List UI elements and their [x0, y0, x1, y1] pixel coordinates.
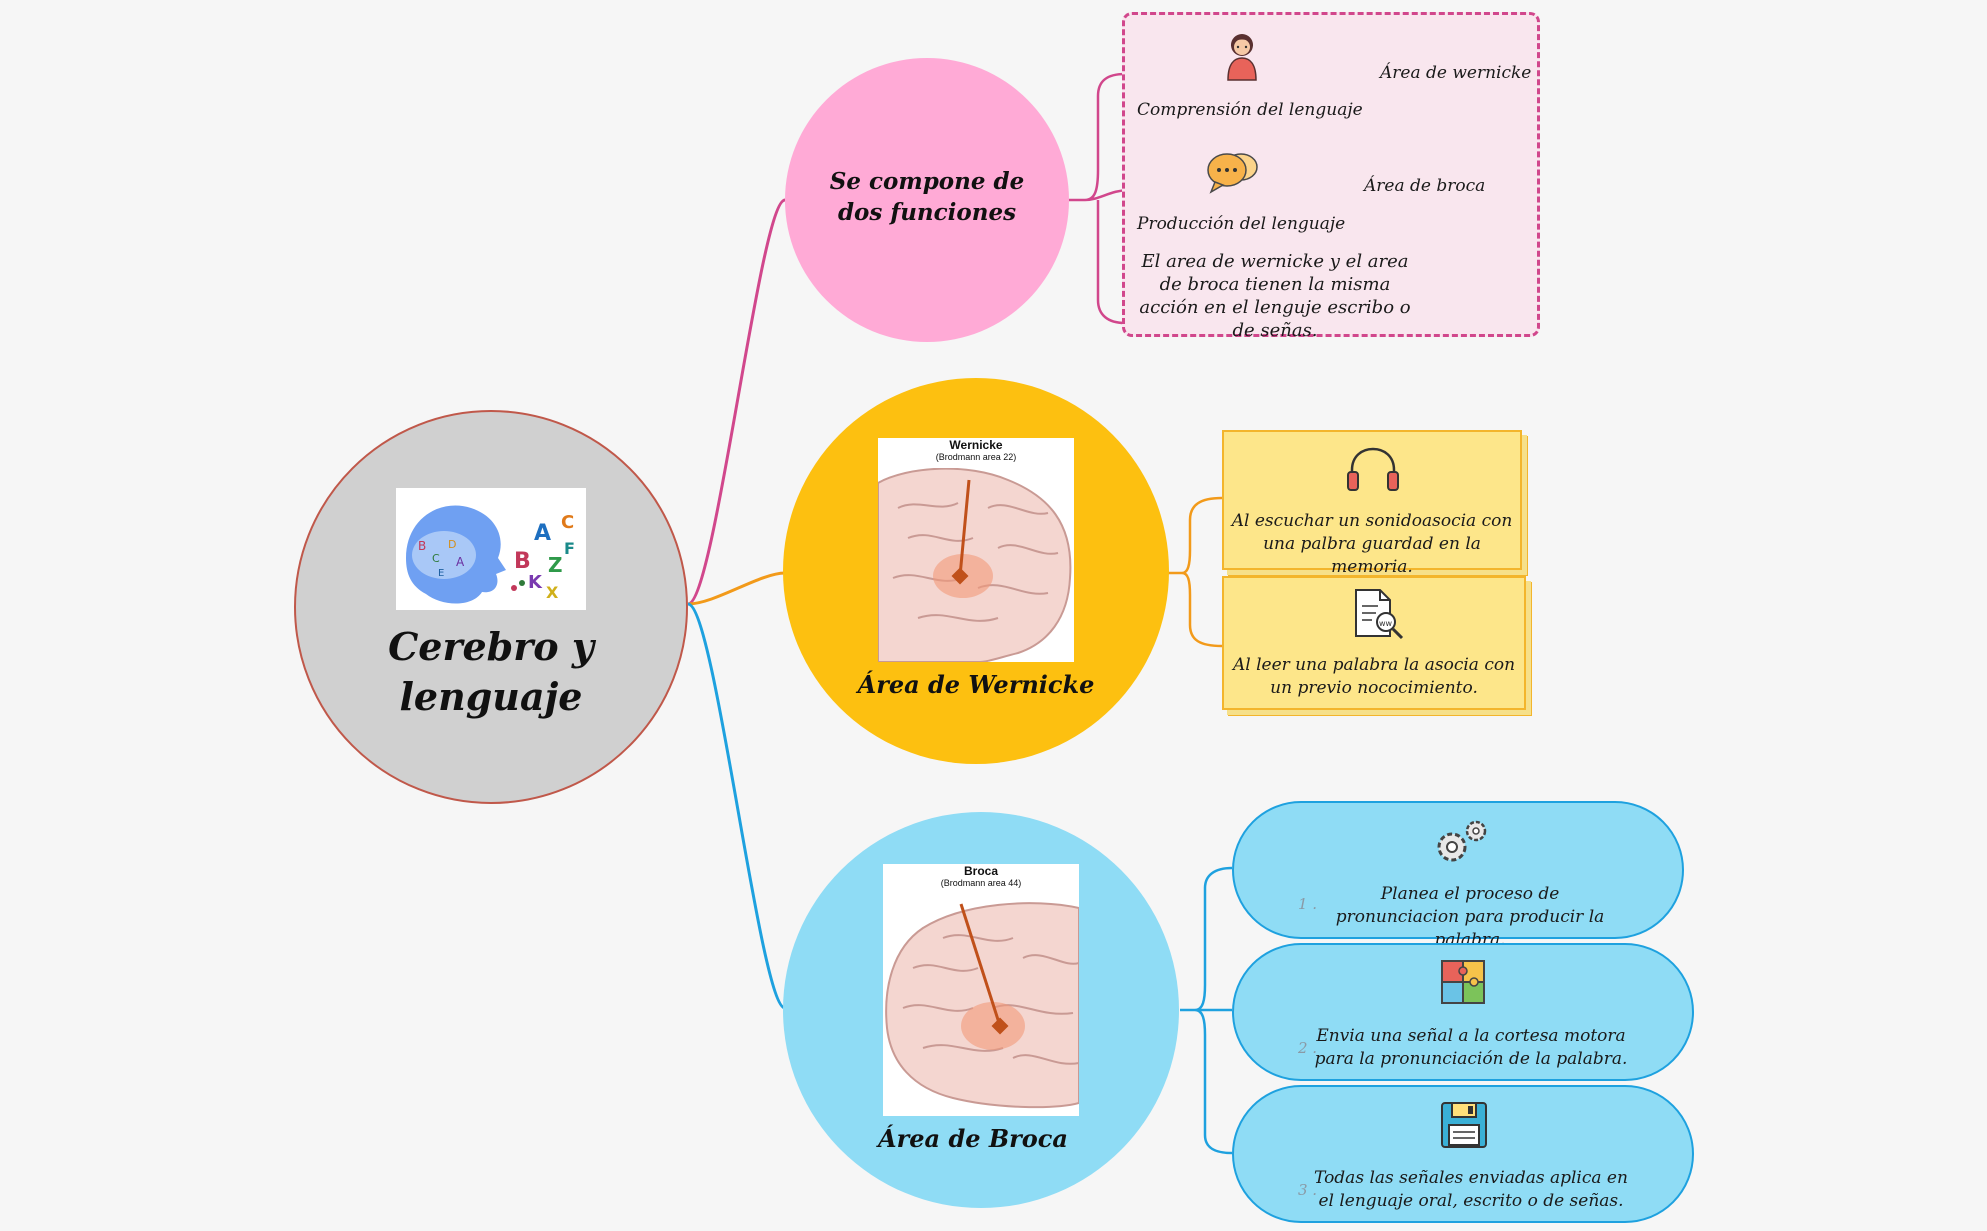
- wernicke-image-subtitle: (Brodmann area 22): [935, 452, 1017, 462]
- svg-text:F: F: [564, 539, 575, 558]
- broca-item-2-text: Envia una señal a la cortesa motora para…: [1314, 1026, 1628, 1069]
- functions-detail-box: [1122, 12, 1540, 337]
- functions-item-1-tag[interactable]: Área de wernicke: [1380, 63, 1532, 83]
- broca-item-3-number: 3 .: [1298, 1181, 1318, 1199]
- svg-text:C: C: [561, 512, 574, 533]
- wernicke-item-2-text: Al leer una palabra la asocia con un pre…: [1232, 655, 1516, 698]
- svg-text:Z: Z: [548, 553, 563, 577]
- svg-text:B: B: [418, 539, 426, 553]
- connector-central-functions: [687, 198, 786, 606]
- gears-icon: [1437, 820, 1487, 862]
- broca-topic-node[interactable]: Broca (Brodmann area 44) Área de Broca: [783, 812, 1179, 1208]
- connector-functions-brace: [1068, 72, 1131, 325]
- wernicke-brain-image: Wernicke (Brodmann area 22): [878, 438, 1074, 662]
- svg-text:B: B: [514, 549, 531, 574]
- svg-text:D: D: [448, 538, 456, 551]
- broca-brain-image: Broca (Brodmann area 44): [883, 864, 1079, 1116]
- broca-topic-title: Área de Broca: [878, 1124, 1068, 1153]
- web-document-icon: ww: [1355, 589, 1404, 640]
- headphones-icon: [1347, 447, 1399, 491]
- brain-illustration: [878, 468, 1072, 662]
- broca-item-3-card[interactable]: 3 . Todas las señales enviadas aplica en…: [1232, 1085, 1694, 1223]
- connector-central-wernicke: [687, 571, 786, 606]
- brain-illustration: [885, 902, 1079, 1109]
- thinking-head-illustration: B C D A E B A Z C K X F: [396, 488, 586, 610]
- wernicke-topic-title: Área de Wernicke: [857, 670, 1095, 699]
- broca-item-2-number: 2 .: [1298, 1039, 1318, 1057]
- svg-text:E: E: [438, 568, 444, 579]
- svg-text:A: A: [534, 521, 551, 546]
- broca-item-1-text: Planea el proceso de pronunciacion para …: [1335, 884, 1605, 950]
- broca-item-3-text: Todas las señales enviadas aplica en el …: [1314, 1168, 1628, 1211]
- puzzle-icon: [1441, 960, 1485, 1004]
- functions-item-1-label: Comprensión del lenguaje: [1137, 100, 1363, 120]
- functions-item-2-label: Producción del lenguaje: [1137, 214, 1346, 234]
- central-topic-title: Cerebro y lenguaje: [388, 624, 594, 719]
- connector-broca-brace: [1180, 866, 1233, 1155]
- functions-topic-title: Se compone de dos funciones: [829, 168, 1025, 226]
- broca-image-subtitle: (Brodmann area 44): [940, 878, 1022, 888]
- svg-text:C: C: [432, 552, 440, 565]
- functions-item-2-tag[interactable]: Área de broca: [1364, 176, 1486, 196]
- wernicke-item-1-card[interactable]: Al escuchar un sonidoasocia con una palb…: [1222, 430, 1522, 577]
- central-topic-node[interactable]: B C D A E B A Z C K X F Cerebro y lengua…: [294, 410, 688, 804]
- wernicke-topic-node[interactable]: Wernicke (Brodmann area 22) Área de Wern…: [783, 378, 1169, 764]
- connector-central-broca: [687, 602, 786, 1010]
- chat-bubbles-icon: [1207, 153, 1258, 194]
- floppy-disk-icon: [1441, 1102, 1487, 1148]
- svg-text:K: K: [528, 572, 543, 593]
- wernicke-image-title: Wernicke: [949, 438, 1003, 452]
- svg-text:ww: ww: [1379, 619, 1393, 628]
- svg-text:X: X: [546, 583, 559, 602]
- wernicke-item-1-text: Al escuchar un sonidoasocia con una palb…: [1231, 511, 1513, 577]
- broca-item-1-number: 1 .: [1298, 895, 1318, 913]
- svg-text:A: A: [456, 555, 465, 569]
- person-headset-icon: [1227, 34, 1257, 81]
- broca-item-1-card[interactable]: 1 . Planea el proceso de pronunciacion p…: [1232, 801, 1684, 950]
- broca-image-title: Broca: [963, 864, 998, 878]
- functions-topic-node[interactable]: Se compone de dos funciones: [785, 58, 1069, 342]
- broca-item-2-card[interactable]: 2 . Envia una señal a la cortesa motora …: [1232, 943, 1694, 1081]
- functions-note: El area de wernicke y el area de broca t…: [1139, 251, 1411, 341]
- wernicke-item-2-card[interactable]: ww Al leer una palabra la asocia con un …: [1222, 576, 1526, 710]
- connector-wernicke-brace: [1168, 496, 1223, 648]
